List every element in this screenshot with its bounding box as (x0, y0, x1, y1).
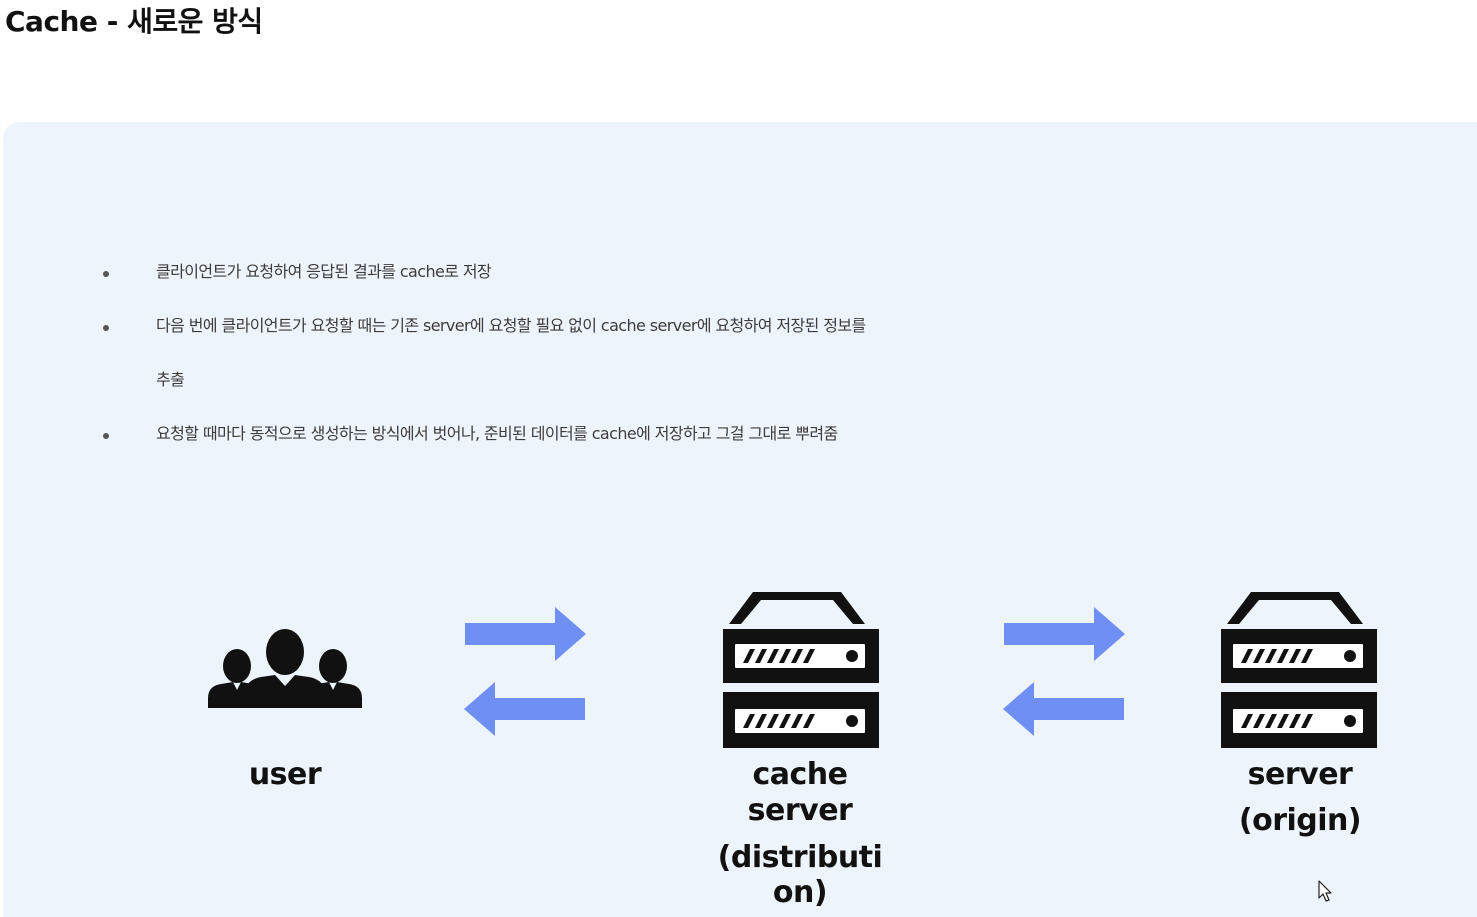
user-label: user (248, 757, 322, 792)
server-rack-icon (723, 592, 879, 748)
bullet-list: 클라이언트가 요청하여 응답된 결과를 cache로 저장 다음 번에 클라이언… (100, 245, 1477, 461)
bullet-text: 다음 번에 클라이언트가 요청할 때는 기존 server에 요청할 필요 없이… (156, 316, 866, 335)
bullet-item-2: 다음 번에 클라이언트가 요청할 때는 기존 server에 요청할 필요 없이… (100, 299, 1477, 407)
origin-server-label-line: (origin) (1238, 803, 1362, 838)
origin-server-label-line: server (1247, 757, 1353, 792)
arrow-right-icon (1004, 607, 1125, 661)
bullet-item-3: 요청할 때마다 동적으로 생성하는 방식에서 벗어나, 준비된 데이터를 cac… (100, 407, 1477, 461)
cache-server-label-line: cache (752, 757, 848, 792)
users-group-icon (208, 629, 362, 708)
bullet-dot-icon (103, 271, 109, 277)
bullet-text-continued: 추출 (156, 370, 185, 389)
page-title: Cache - 새로운 방식 (5, 5, 263, 38)
arrow-right-icon (465, 607, 586, 661)
bullet-text: 클라이언트가 요청하여 응답된 결과를 cache로 저장 (156, 262, 492, 281)
cache-server-label-line: on) (772, 875, 828, 910)
bullet-text: 요청할 때마다 동적으로 생성하는 방식에서 벗어나, 준비된 데이터를 cac… (156, 424, 838, 443)
bullet-dot-icon (103, 325, 109, 331)
bullet-dot-icon (103, 433, 109, 439)
cache-server-label-line: server (747, 793, 853, 828)
bullet-item-1: 클라이언트가 요청하여 응답된 결과를 cache로 저장 (100, 245, 1477, 299)
server-rack-icon (1221, 592, 1377, 748)
content-card (3, 122, 1477, 917)
arrow-left-icon (464, 682, 585, 736)
mouse-cursor-icon (1318, 880, 1332, 902)
cache-server-label-line: (distributi (717, 840, 883, 875)
arrow-left-icon (1003, 682, 1124, 736)
